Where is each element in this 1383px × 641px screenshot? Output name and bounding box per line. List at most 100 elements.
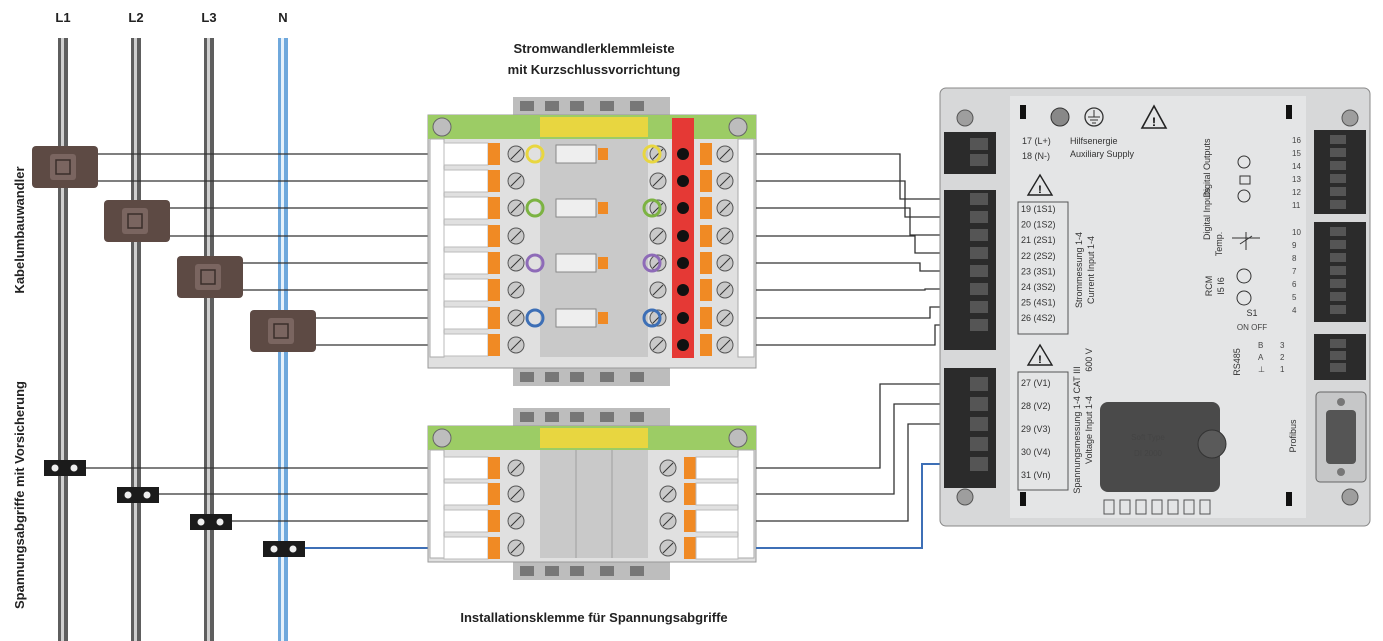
svg-text:!: ! xyxy=(1152,115,1156,129)
aux-title-de: Hilfsenergie xyxy=(1070,136,1118,146)
voltage-input-labels: 27 (V1)28 (V2)29 (V3)30 (V4)31 (Vn) xyxy=(1021,378,1051,480)
profibus-connector xyxy=(1315,391,1367,483)
profibus-label: Profibus xyxy=(1288,419,1298,453)
ct-terminal-row xyxy=(443,251,734,275)
voltage-terminal-label: 28 (V2) xyxy=(1021,401,1051,411)
connector-pin xyxy=(970,283,988,295)
right-terminal-number: 8 xyxy=(1292,254,1297,263)
current-terminal-label: 19 (1S1) xyxy=(1021,204,1056,214)
voltage-input-title-en: Voltage Input 1-4 xyxy=(1084,396,1094,464)
screw-icon xyxy=(1050,107,1070,127)
warning-icon: ! xyxy=(1026,343,1054,366)
measurement-device: Soft Type DI 2000 xyxy=(939,87,1371,527)
ct-strip-title-2: mit Kurzschlussvorrichtung xyxy=(508,62,681,77)
right-terminal-number: 4 xyxy=(1292,306,1297,315)
right-terminal-number: 14 xyxy=(1292,162,1301,171)
connector-pin xyxy=(1330,135,1346,144)
svg-text:!: ! xyxy=(1038,184,1042,196)
rcm-label: RCM xyxy=(1204,276,1214,297)
io-connectors xyxy=(1314,130,1366,380)
conductor-label-L2: L2 xyxy=(128,10,143,25)
connector-pin xyxy=(970,211,988,223)
conductor-label-L3: L3 xyxy=(201,10,216,25)
aux-terminal-17: 17 (L+) xyxy=(1022,136,1051,146)
current-input-title-de: Strommessung 1-4 xyxy=(1074,232,1084,308)
relay-symbols xyxy=(1232,155,1260,306)
connector-pin xyxy=(1330,363,1346,372)
voltage-tap-wires xyxy=(80,467,430,549)
ct-terminal-row xyxy=(443,333,734,357)
ct-terminal-row xyxy=(443,224,734,248)
ct-terminal-row xyxy=(443,278,734,302)
split-core-ct-L2 xyxy=(104,200,170,242)
connector-pin xyxy=(1330,253,1346,262)
ct-terminal-row xyxy=(443,142,734,166)
connector-pin xyxy=(1330,292,1346,301)
connector-pin xyxy=(970,247,988,259)
aux-title-en: Auxiliary Supply xyxy=(1070,149,1135,159)
aux-terminal-18: 18 (N-) xyxy=(1022,151,1050,161)
split-core-ct-L1 xyxy=(32,146,98,188)
connector-pin xyxy=(970,301,988,313)
connector-pin xyxy=(1330,266,1346,275)
right-terminal-number: 12 xyxy=(1292,188,1301,197)
connector-pin xyxy=(1330,200,1346,209)
voltage-tap-fuse-L3 xyxy=(190,514,232,530)
current-terminal-label: 21 (2S1) xyxy=(1021,235,1056,245)
current-terminal-label: 22 (2S2) xyxy=(1021,251,1056,261)
conductor-L3 xyxy=(204,38,214,641)
voltage-tap-fuse-N xyxy=(263,541,305,557)
voltage-input-connector xyxy=(944,368,996,488)
voltage-terminal-row xyxy=(443,482,739,506)
temp-label: Temp. xyxy=(1214,232,1224,257)
voltage-wire xyxy=(756,403,975,495)
current-wire xyxy=(756,153,975,200)
voltage-terminal-label: 29 (V3) xyxy=(1021,424,1051,434)
warning-icon: ! xyxy=(1026,173,1054,196)
connector-pin xyxy=(1330,305,1346,314)
digital-outputs-label: Digital Outputs xyxy=(1202,138,1212,198)
voltage-terminal-label: 27 (V1) xyxy=(1021,378,1051,388)
connector-pin xyxy=(970,417,988,431)
ct-terminal-row xyxy=(443,196,734,220)
ct-terminal-row xyxy=(443,169,734,193)
cover-text-1: Soft Type xyxy=(1131,433,1165,442)
rs485-pin-a: A xyxy=(1258,353,1264,362)
connector-pin xyxy=(970,457,988,471)
voltage-terminal-label: 30 (V4) xyxy=(1021,447,1051,457)
split-core-ct-N xyxy=(250,310,316,352)
current-terminal-label: 25 (4S1) xyxy=(1021,298,1056,308)
current-input-title-en: Current Input 1-4 xyxy=(1086,236,1096,304)
right-terminal-number: 7 xyxy=(1292,267,1297,276)
right-terminal-number: 11 xyxy=(1292,201,1301,210)
connector-pin xyxy=(1330,227,1346,236)
split-core-ct-L3 xyxy=(177,256,243,298)
svg-text:!: ! xyxy=(1038,354,1042,366)
ct-wires xyxy=(95,153,430,346)
connector-pin xyxy=(1330,351,1346,360)
right-terminal-number: 9 xyxy=(1292,241,1297,250)
aux-connector xyxy=(944,132,996,174)
conductor-L1 xyxy=(58,38,68,641)
ct-terminal-row xyxy=(443,306,734,330)
rs485-num-3: 3 xyxy=(1280,341,1285,350)
rs485-num-1: 1 xyxy=(1280,365,1285,374)
connector-pin xyxy=(970,193,988,205)
voltage-terminal-row xyxy=(443,536,739,560)
cover-text-2: DI 2000 xyxy=(1134,449,1163,458)
connector-pin xyxy=(970,437,988,451)
conductor-label-L1: L1 xyxy=(55,10,70,25)
current-terminal-label: 26 (4S2) xyxy=(1021,313,1056,323)
right-terminal-number: 16 xyxy=(1292,136,1301,145)
ground-icon xyxy=(1084,107,1104,127)
rs485-pin-gnd: ⊥ xyxy=(1258,365,1265,374)
current-input-labels: 19 (1S1)20 (1S2)21 (2S1)22 (2S2)23 (3S1)… xyxy=(1021,204,1056,323)
connector-pin xyxy=(1330,148,1346,157)
connector-pin xyxy=(1330,240,1346,249)
right-terminal-number: 5 xyxy=(1292,293,1297,302)
rcm-pins-label: I5 I6 xyxy=(1216,277,1226,295)
voltage-tap-fuse-L1 xyxy=(44,460,86,476)
connector-pin xyxy=(970,319,988,331)
